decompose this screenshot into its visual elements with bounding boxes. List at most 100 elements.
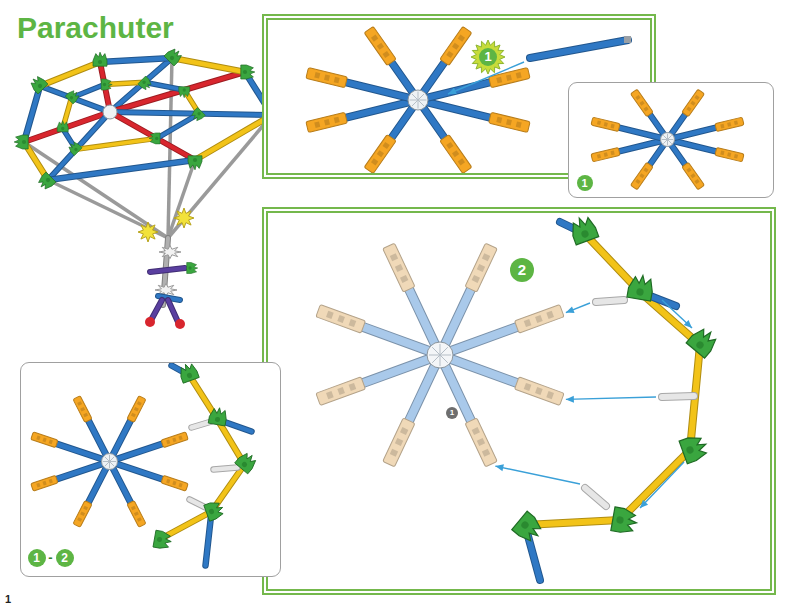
clip-body (682, 162, 705, 190)
connector-hole (183, 88, 186, 91)
clip-notch (690, 173, 695, 178)
clip-notch (643, 168, 648, 173)
connector-clip (715, 147, 744, 161)
rod-outline (110, 441, 171, 461)
clip-body (31, 432, 58, 448)
clip-notch (516, 121, 522, 127)
rod (110, 112, 195, 160)
hub-slot (105, 462, 110, 467)
clip-notch (694, 179, 699, 184)
clip-notch (371, 158, 378, 165)
rod-outline (40, 62, 100, 86)
hub-slot (440, 355, 448, 363)
connector-clip (515, 377, 565, 406)
hub-slot (105, 457, 110, 462)
connector-hole (197, 111, 202, 116)
connector-hole (520, 520, 530, 530)
clip-notch (390, 449, 398, 457)
clip-notch (324, 119, 330, 125)
clip-notch (324, 74, 330, 80)
rod (585, 488, 606, 506)
assembly-arrow-head (495, 464, 504, 471)
connector-body (187, 263, 198, 274)
rod-outline (48, 160, 195, 180)
connector-hole (22, 140, 26, 144)
clip-notch (36, 483, 40, 488)
clip-notch (178, 483, 182, 488)
clip-notch (535, 315, 543, 323)
rod-outline (40, 86, 110, 112)
clip-body (383, 243, 415, 292)
clip-notch (172, 481, 176, 486)
clip-body (465, 418, 497, 467)
hub-slot (110, 457, 115, 462)
green-connector (188, 156, 202, 170)
clip-notch (137, 401, 142, 406)
clip-notch (400, 275, 408, 283)
rod (49, 462, 110, 482)
connector-clip (591, 147, 620, 161)
connector-body (686, 324, 720, 358)
green-connector (153, 530, 173, 550)
connector-body (177, 363, 199, 383)
clip-notch (604, 122, 608, 127)
clip-notch (349, 383, 357, 391)
string-rod (168, 160, 195, 238)
clip-notch (734, 120, 738, 125)
clip-notch (377, 43, 384, 50)
green-connector (208, 406, 228, 426)
clip-notch (506, 74, 512, 80)
clip-notch (535, 387, 543, 395)
green-connector (28, 74, 48, 94)
clip-body (440, 134, 472, 173)
connector-hole (616, 516, 624, 524)
connector-hole (142, 80, 147, 85)
clip-notch (446, 142, 453, 149)
connector-hole (685, 445, 694, 454)
green-connector (568, 214, 599, 245)
assembly-arrow-line (566, 303, 590, 313)
clip-notch (49, 440, 53, 445)
connector-clip (73, 501, 92, 528)
connector-hole (61, 127, 64, 130)
connector-body (149, 133, 160, 144)
connector-body (208, 406, 228, 426)
clip-notch (639, 173, 644, 178)
red-connector (145, 317, 155, 327)
connector-hole (103, 83, 106, 86)
green-connector (235, 450, 259, 474)
clip-body (316, 377, 366, 406)
connector-clip (440, 26, 472, 65)
green-connector (177, 363, 199, 383)
hub-slot (412, 100, 418, 106)
rod-outline (190, 500, 206, 508)
rod-outline (49, 462, 110, 482)
clip-body (440, 26, 472, 65)
clip-body (631, 89, 654, 117)
clip-notch (326, 391, 334, 399)
rod (40, 86, 110, 112)
green-connector (149, 133, 160, 144)
clip-notch (690, 101, 695, 106)
connector-body (679, 433, 710, 464)
clip-notch (172, 437, 176, 442)
panel-art (316, 214, 720, 580)
clip-notch (610, 151, 614, 156)
connector-hole (215, 417, 221, 423)
connector-hole (580, 229, 589, 238)
clip-body (31, 475, 58, 491)
connector-hole (98, 60, 102, 64)
clip-notch (349, 319, 357, 327)
clip-notch (734, 154, 738, 159)
clip-notch (477, 264, 485, 272)
clip-notch (472, 275, 480, 283)
clip-notch (506, 119, 512, 125)
rod-outline (195, 115, 272, 160)
clip-body (127, 501, 146, 528)
connector-body (65, 88, 81, 104)
clip-notch (472, 427, 480, 435)
step-number: 2 (510, 258, 534, 282)
rod (662, 396, 694, 397)
rod (48, 160, 195, 180)
yellow-connector (138, 222, 158, 242)
